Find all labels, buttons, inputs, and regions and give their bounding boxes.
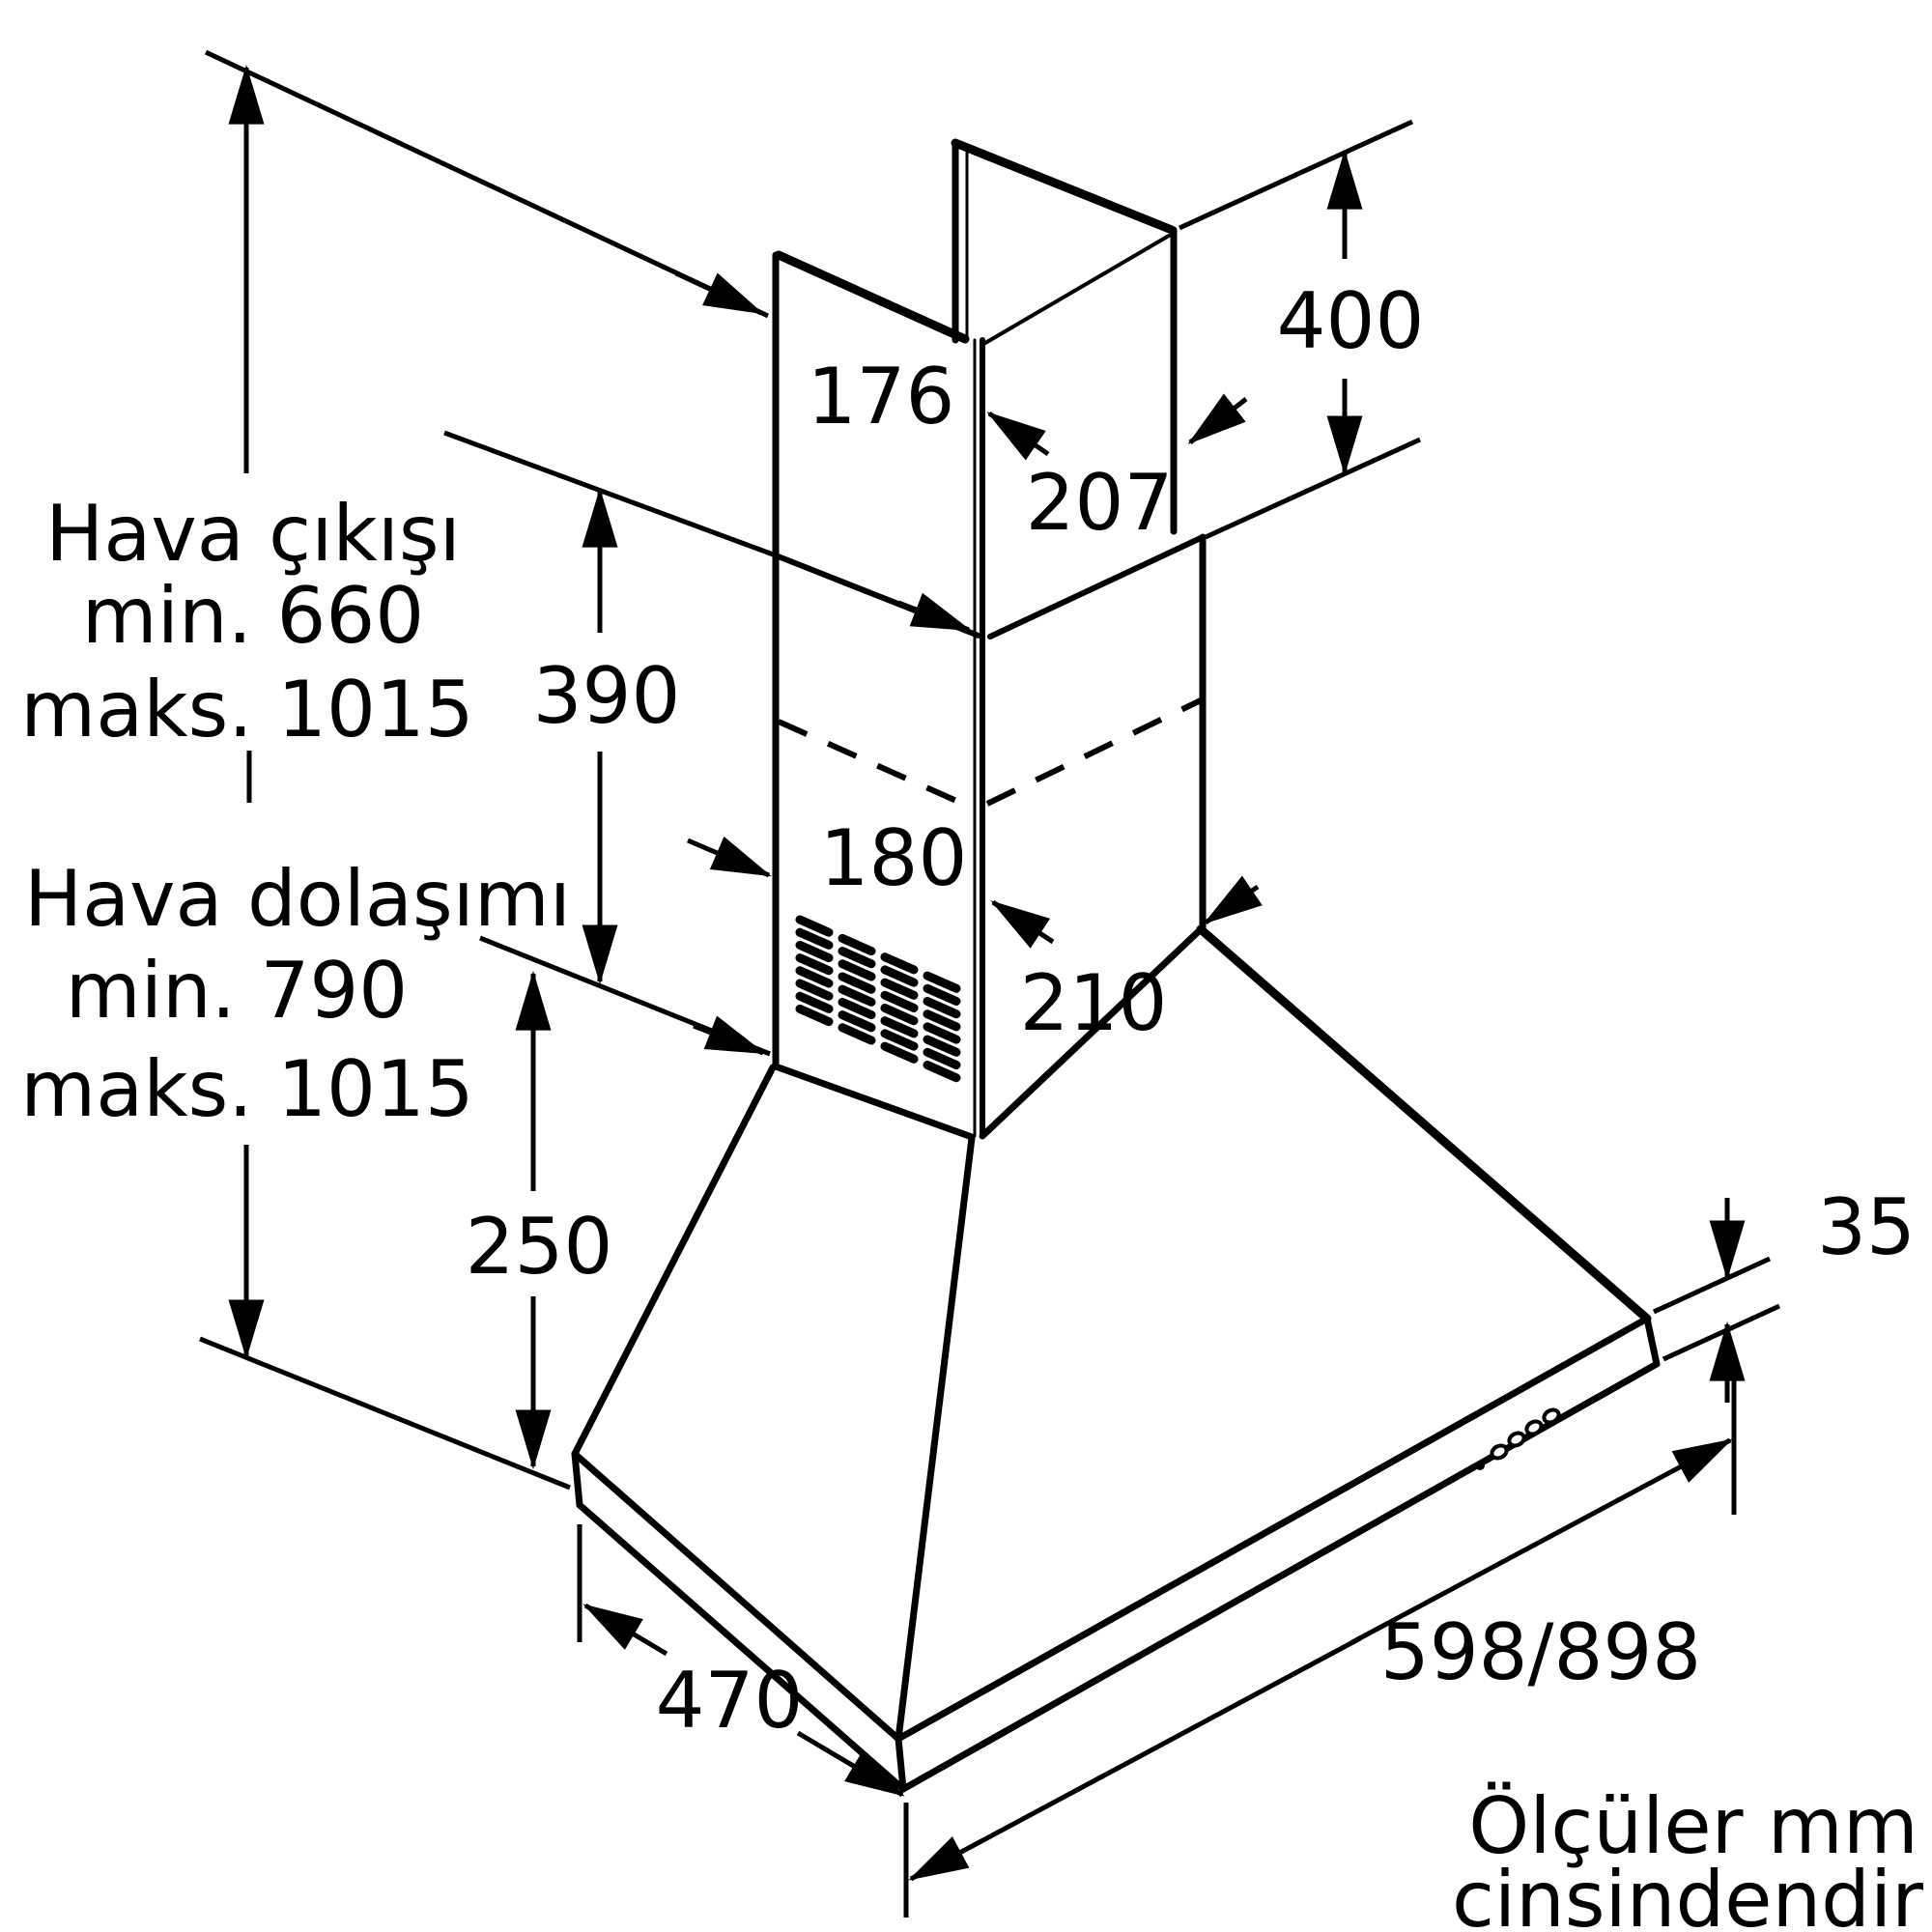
ext-line-hood-bottom [199,1336,571,1491]
dim-label-250: 250 [466,1202,613,1292]
label-air-outlet-line1: Hava çıkışı [45,489,461,579]
chimney-lower-section [772,533,1207,1141]
control-knob [1542,1407,1561,1425]
arrow-210-back [1203,875,1263,925]
chimney-base-front-edge [772,1063,976,1141]
control-knob [1490,1443,1509,1461]
label-air-recirc-line1: Hava dolaşımı [24,854,571,944]
labels: Hava çıkışı min. 660 maks. 1015 Hava dol… [20,276,1923,1932]
ext-line-35-top [1652,1256,1772,1315]
chimney-hidden-edge-right [985,696,1205,807]
chimney-hidden-edge-front [777,719,976,811]
control-buttons [1475,1407,1561,1470]
chimney-front-face-top-edge [774,250,970,344]
arrow-207-corner [986,411,1050,461]
unit-note-line1: Ölçüler mm [1468,1781,1918,1871]
label-air-outlet-line2: min. 660 [82,571,424,661]
chimney-back-wall-top-edge [951,138,1177,235]
ext-line-chimney-top [204,49,770,319]
dim-label-176: 176 [808,352,955,441]
base-bottom-right-edge [899,1360,1661,1793]
base-top-left-edge [571,1450,902,1743]
dim-label-210: 210 [1020,958,1168,1048]
dim-label-35: 35 [1817,1182,1916,1272]
vent-grille [795,915,961,1083]
pyramid-front-ridge [895,1134,976,1743]
arrow-joint-corner [897,592,972,633]
ext-line-400-bottom [1204,437,1422,540]
label-air-recirc-line2: min. 790 [66,946,408,1036]
control-knob [1524,1419,1544,1436]
base-top-right-edge [895,1315,1651,1743]
arrow-hood-top-corner [693,1015,766,1056]
dim-470-left [582,1603,668,1657]
base-front-corner-edge [895,1735,907,1793]
dim-label-180: 180 [820,813,968,903]
dim-label-390: 390 [533,651,681,741]
dim-label-470: 470 [656,1656,804,1746]
dim-598-left [908,1635,1362,1882]
ext-line-35-bottom [1662,1303,1781,1362]
label-air-recirc-line3: maks. 1015 [20,1044,473,1134]
dim-label-598-898: 598/898 [1380,1607,1701,1697]
chimney-open-top-inner-rim [983,234,1171,345]
dim-470-right [796,1730,905,1798]
indicator-dot [1475,1461,1485,1470]
dim-598-right [1350,1437,1733,1645]
pyramid-left-ridge [571,1064,777,1458]
ext-line-joint [443,430,777,558]
hood-body [571,924,1661,1793]
control-knob [1507,1431,1526,1448]
chimney-upper-section [772,138,1178,1139]
dim-label-207: 207 [1026,458,1174,548]
base-left-corner-edge [571,1450,583,1509]
dimension-lines [228,64,1746,1882]
arrow-207-back [1187,393,1248,444]
base-bottom-left-edge [576,1501,907,1793]
dim-label-400: 400 [1277,276,1425,366]
ext-line-400-top [1178,119,1414,231]
label-air-outlet-line3: maks. 1015 [20,665,473,754]
arrow-210-corner [990,899,1055,949]
arrow-chimney-top-corner [674,270,764,316]
chimney-base-right-edge [979,925,1205,1140]
pyramid-right-ridge [1196,924,1652,1323]
unit-note-line2: cinsindendir [1452,1855,1923,1932]
arrow-180-left [687,836,772,878]
base-right-corner-edge [1643,1315,1661,1368]
chimney-joint-right-edge [987,534,1206,639]
